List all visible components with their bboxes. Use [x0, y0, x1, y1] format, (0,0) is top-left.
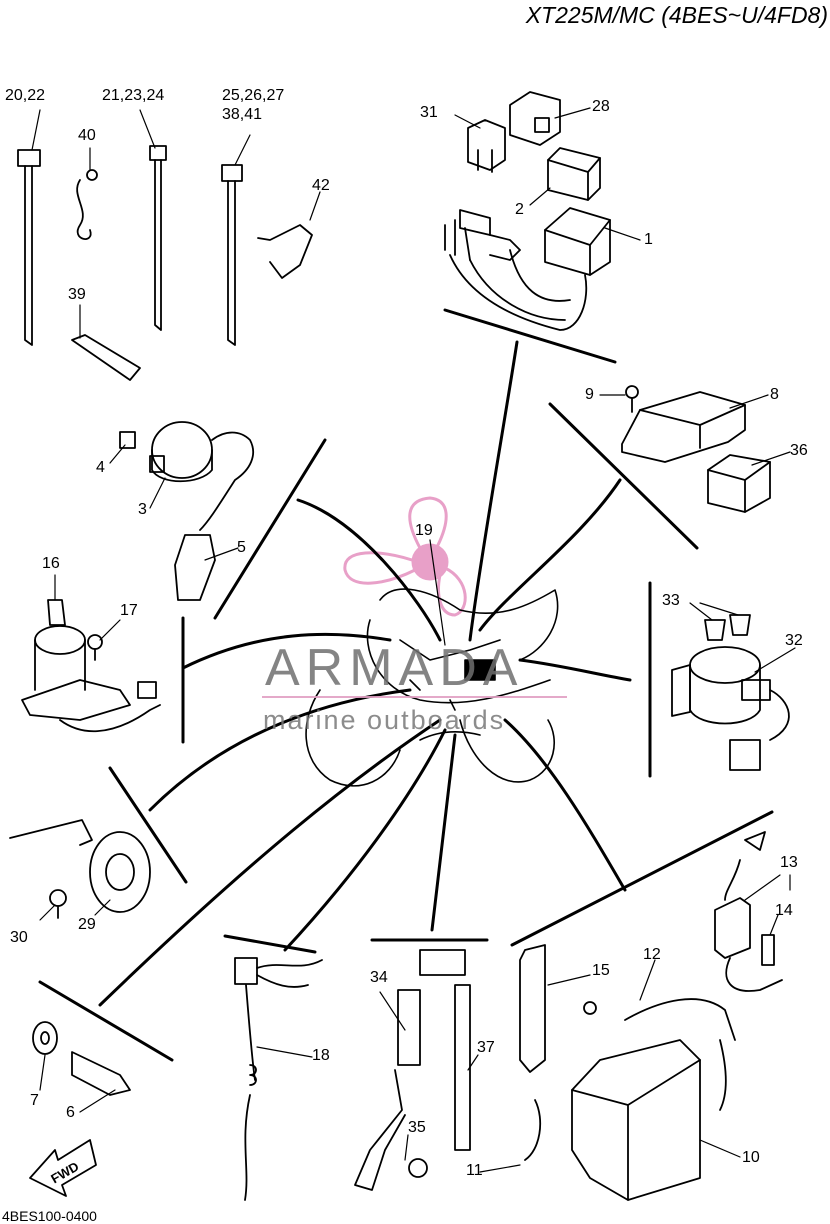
callout-35: 35: [408, 1119, 426, 1136]
cdi-unit-group: [444, 91, 611, 331]
callout-1: 1: [644, 231, 653, 248]
callout-39: 39: [68, 286, 86, 303]
callout-16: 16: [42, 555, 60, 572]
callout-20-22: 20,22: [5, 87, 46, 104]
callout-34: 34: [370, 969, 388, 986]
callout-7: 7: [30, 1092, 39, 1109]
callout-18: 18: [312, 1047, 330, 1064]
starter-relay-group: [671, 614, 790, 771]
callout-4: 4: [96, 459, 105, 476]
callout-5: 5: [237, 539, 246, 556]
horn-group: [9, 819, 151, 919]
callout-36: 36: [790, 442, 808, 459]
ignition-coil-group: [119, 421, 255, 601]
cable-ties-group: [17, 145, 313, 381]
callout-14: 14: [775, 902, 793, 919]
main-switch-group: [21, 599, 161, 733]
callout-31: 31: [420, 104, 438, 121]
stop-switch-group: [234, 957, 323, 1201]
watermark-brand: ARMADA: [265, 639, 524, 697]
leader-lines: [38, 308, 774, 1062]
diagram-code: 4BES100-0400: [2, 1208, 97, 1224]
callout-19: 19: [415, 522, 433, 539]
fuse-holder-group: [354, 949, 471, 1191]
callout-37: 37: [477, 1039, 495, 1056]
watermark-divider: [262, 696, 567, 698]
callout-32: 32: [785, 632, 803, 649]
diagram-title: XT225M/MC (4BES~U/4FD8): [525, 2, 828, 28]
callout-12: 12: [643, 946, 661, 963]
callout-25-26-27: 25,26,27: [222, 87, 285, 104]
watermark-tagline: marine outboards: [263, 705, 506, 735]
callout-21-23-24: 21,23,24: [102, 87, 165, 104]
callout-8: 8: [770, 386, 779, 403]
callout-28: 28: [592, 98, 610, 115]
callout-pointers: [31, 107, 796, 1173]
motorcycle-frame: [305, 588, 559, 787]
neutral-switch-group: [32, 1021, 131, 1096]
callout-29: 29: [78, 916, 96, 933]
watermark-logo-icon: [343, 496, 467, 617]
callout-3: 3: [138, 501, 147, 518]
rectifier-group: [621, 385, 771, 513]
callout-40: 40: [78, 127, 96, 144]
callout-15: 15: [592, 962, 610, 979]
forward-arrow-icon: [29, 1139, 97, 1197]
callout-17: 17: [120, 602, 138, 619]
battery-group: [519, 944, 736, 1201]
callout-11: 11: [466, 1162, 483, 1179]
callout-38-41: 38,41: [222, 106, 263, 123]
callout-6: 6: [66, 1104, 75, 1121]
callout-2: 2: [515, 201, 524, 218]
relay-fuse-group: [714, 831, 783, 992]
callout-30: 30: [10, 929, 28, 946]
callout-42: 42: [312, 177, 330, 194]
callout-13: 13: [780, 854, 798, 871]
callout-10: 10: [742, 1149, 760, 1166]
callout-9: 9: [585, 386, 594, 403]
callout-33: 33: [662, 592, 680, 609]
